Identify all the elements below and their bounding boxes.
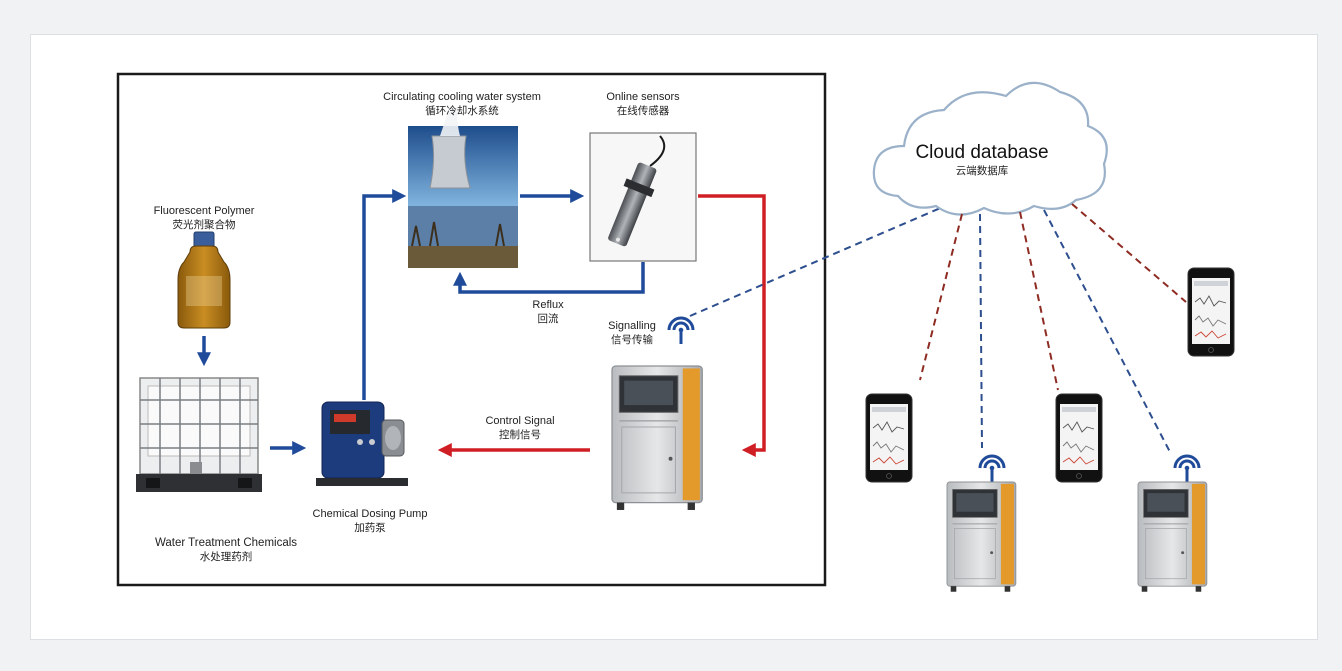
- link-cloud-to-phone-3: [1071, 203, 1187, 303]
- sensors-label: Online sensors: [606, 91, 680, 103]
- dosing-pump-icon: [316, 401, 408, 486]
- link-cloud-to-cabinet-1: [979, 213, 983, 449]
- chemicals-label-cn: 水处理药剂: [200, 550, 253, 563]
- cooling-tower-photo: [408, 108, 518, 268]
- fluorescent-label: Fluorescent Polymer: [154, 205, 255, 217]
- smartphone-icon: [1055, 393, 1103, 483]
- link-signal-to-cloud: [689, 205, 946, 317]
- cloud-icon: [872, 81, 1108, 216]
- cloud-label-cn: 云端数据库: [956, 164, 1009, 177]
- cooling-label-cn: 循环冷却水系统: [425, 104, 499, 117]
- ibc-tank-icon: [136, 377, 262, 492]
- smartphone-icon: [1187, 267, 1235, 357]
- link-cloud-to-phone-1: [919, 213, 963, 381]
- cooling-label: Circulating cooling water system: [383, 91, 541, 103]
- signal-icon: [1173, 454, 1201, 484]
- signalling-label: Signalling: [608, 320, 656, 332]
- pump-label-cn: 加药泵: [354, 522, 386, 534]
- control-label-cn: 控制信号: [499, 428, 541, 441]
- pump-label: Chemical Dosing Pump: [313, 508, 428, 520]
- cloud-label: Cloud database: [915, 142, 1048, 163]
- signalling-label-cn: 信号传输: [611, 333, 653, 346]
- link-cloud-to-phone-2: [1019, 211, 1059, 391]
- fluorescent-label-cn: 荧光剂聚合物: [173, 218, 236, 231]
- reflux-label-cn: 回流: [538, 312, 559, 325]
- signal-icon: [978, 454, 1006, 484]
- arrow-sensor-to-controller: [698, 194, 766, 457]
- arrow-pump-to-cooling: [362, 189, 407, 400]
- arrow-reflux: [453, 262, 645, 294]
- reflux-label: Reflux: [532, 299, 564, 311]
- controller-cabinet-icon: [946, 481, 1017, 593]
- link-cloud-to-cabinet-2: [1043, 209, 1171, 453]
- bottle-icon: [177, 231, 231, 329]
- chemicals-label: Water Treatment Chemicals: [155, 537, 297, 549]
- controller-cabinet-icon: [1137, 481, 1208, 593]
- smartphone-icon: [865, 393, 913, 483]
- sensor-probe-icon: [589, 132, 697, 262]
- sensors-label-cn: 在线传感器: [617, 104, 670, 117]
- controller-cabinet-icon: [611, 365, 703, 511]
- control-label: Control Signal: [485, 415, 554, 427]
